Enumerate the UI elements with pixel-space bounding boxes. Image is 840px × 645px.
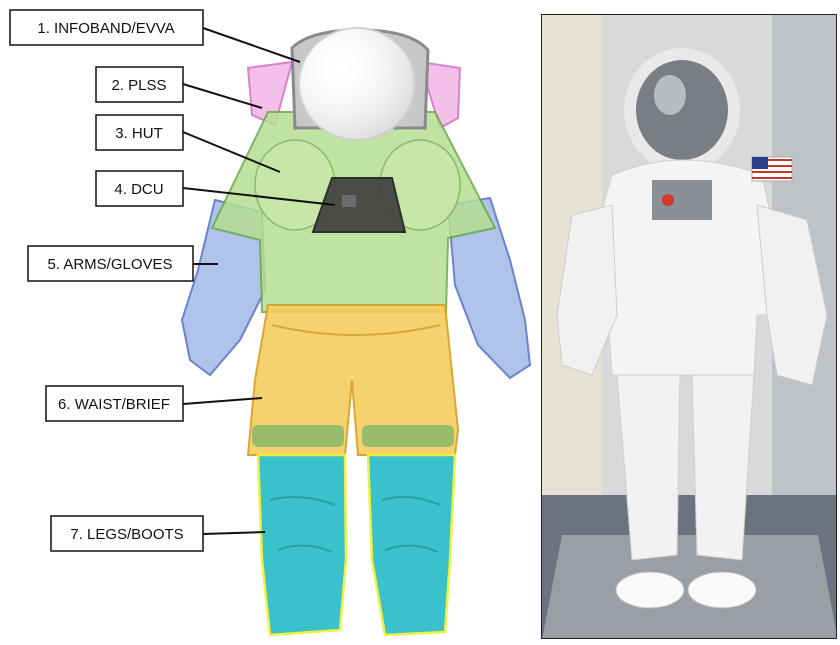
label-waist: 6. WAIST/BRIEF bbox=[46, 386, 183, 421]
legs-region bbox=[258, 455, 455, 635]
label-infoband-text: 1. INFOBAND/EVVA bbox=[37, 20, 174, 37]
label-hut-text: 3. HUT bbox=[115, 125, 163, 142]
label-arms-text: 5. ARMS/GLOVES bbox=[47, 256, 172, 273]
label-legs-text: 7. LEGS/BOOTS bbox=[70, 526, 183, 543]
helmet-region bbox=[292, 28, 428, 140]
label-legs: 7. LEGS/BOOTS bbox=[51, 516, 203, 551]
label-plss: 2. PLSS bbox=[96, 67, 183, 102]
spacesuit-photo-illustration bbox=[542, 15, 837, 639]
leader-line-legs bbox=[203, 532, 265, 534]
label-dcu: 4. DCU bbox=[96, 171, 183, 206]
leader-line-waist bbox=[183, 398, 262, 404]
label-hut: 3. HUT bbox=[96, 115, 183, 150]
label-plss-text: 2. PLSS bbox=[111, 77, 166, 94]
waist-region bbox=[248, 305, 458, 455]
label-infoband: 1. INFOBAND/EVVA bbox=[10, 10, 203, 45]
label-dcu-text: 4. DCU bbox=[114, 181, 163, 198]
label-waist-text: 6. WAIST/BRIEF bbox=[58, 396, 170, 413]
leader-line-infoband bbox=[203, 28, 300, 62]
spacesuit-photo bbox=[541, 14, 837, 639]
label-arms: 5. ARMS/GLOVES bbox=[28, 246, 193, 281]
